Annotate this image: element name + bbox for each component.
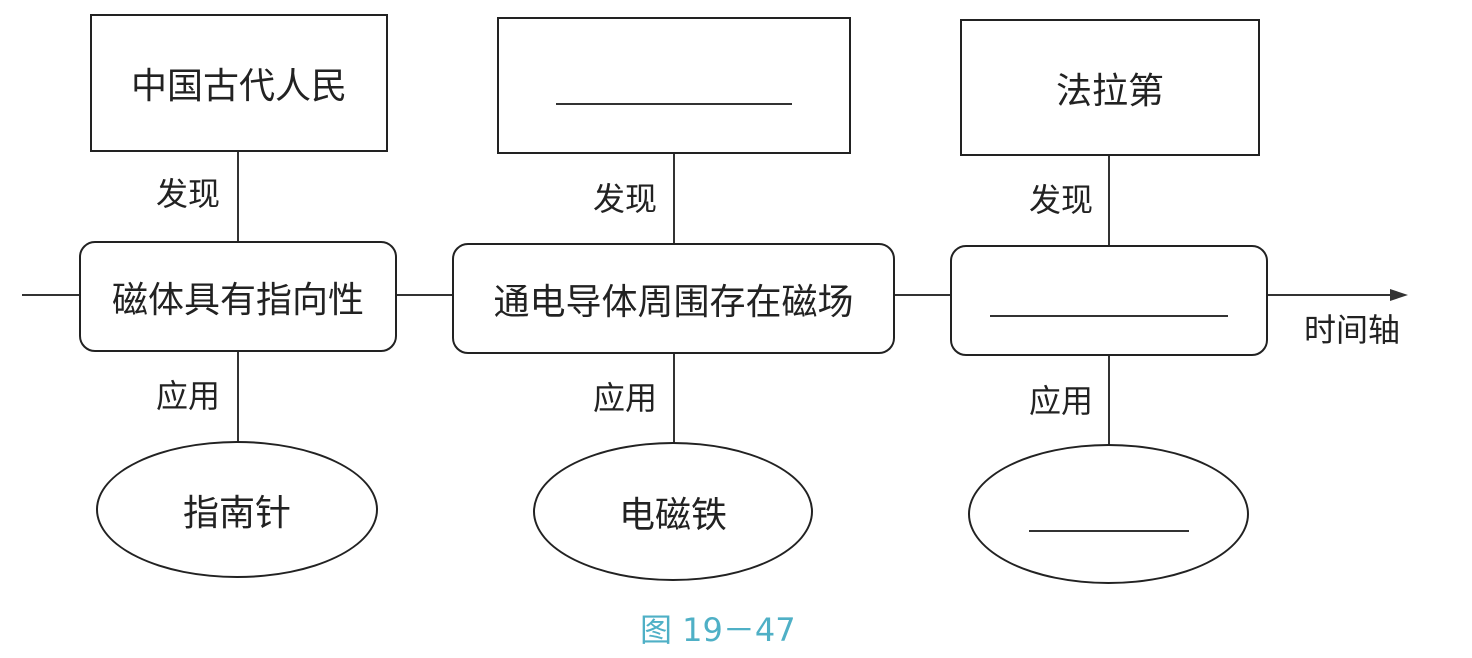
col2-discoverer-blank-line [556, 102, 792, 105]
col3-apply-label: 应用 [1029, 382, 1094, 420]
col2-discovery-text: 通电导体周围存在磁场 [493, 281, 854, 323]
col2-top-connector [673, 152, 675, 244]
col2-discovery-box: 通电导体周围存在磁场 [452, 243, 895, 354]
col3-application-blank-line [1028, 530, 1189, 532]
col1-application-text: 指南针 [182, 492, 291, 534]
col1-application-ellipse: 指南针 [96, 441, 378, 578]
col1-discoverer-box: 中国古代人民 [90, 14, 388, 152]
col1-bottom-connector [237, 350, 239, 442]
col3-discoverer-box: 法拉第 [960, 19, 1260, 156]
col3-discover-label: 发现 [1029, 181, 1094, 219]
col1-discovery-text: 磁体具有指向性 [111, 279, 364, 321]
col2-discoverer-box [497, 17, 851, 154]
col1-discoverer-text: 中国古代人民 [130, 66, 347, 107]
col3-discovery-blank-line [990, 314, 1228, 317]
col1-top-connector [237, 150, 239, 242]
col3-discoverer-text: 法拉第 [1055, 70, 1164, 112]
col3-application-ellipse [968, 444, 1249, 584]
col2-bottom-connector [673, 352, 675, 444]
col2-discover-label: 发现 [593, 180, 658, 218]
time-axis-label: 时间轴 [1304, 311, 1401, 349]
col1-discover-label: 发现 [156, 175, 221, 213]
col3-discovery-box [950, 245, 1268, 356]
time-axis-arrowhead [1390, 289, 1408, 301]
col3-top-connector [1108, 154, 1110, 246]
col2-apply-label: 应用 [593, 379, 658, 417]
col2-application-text: 电磁铁 [618, 494, 727, 536]
col1-discovery-box: 磁体具有指向性 [79, 241, 397, 352]
figure-caption: 图 19－47 [640, 611, 796, 649]
col1-apply-label: 应用 [156, 377, 221, 415]
col3-bottom-connector [1108, 354, 1110, 446]
col2-application-ellipse: 电磁铁 [533, 442, 813, 581]
